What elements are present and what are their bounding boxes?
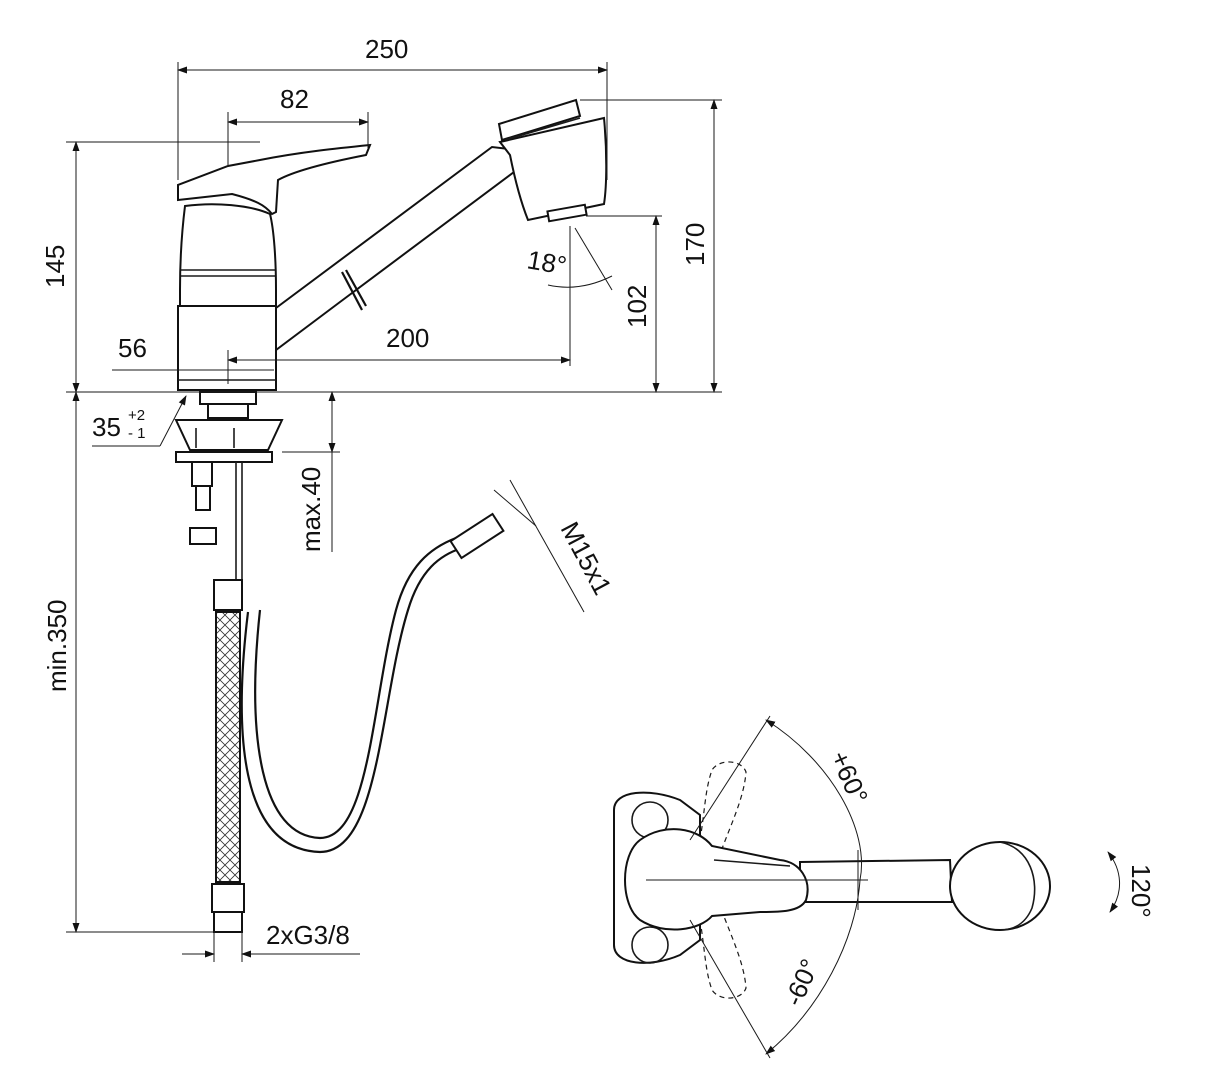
label-82: 82 [280, 84, 309, 114]
label-minus60: -60° [778, 954, 825, 1010]
pull-out-hose [240, 546, 463, 854]
label-170: 170 [680, 223, 710, 266]
hose-connector [449, 512, 505, 560]
top-spout [799, 858, 954, 903]
label-35-tol-plus: +2 [128, 407, 145, 424]
label-145: 145 [40, 245, 70, 288]
pull-out-spout [275, 145, 524, 352]
cartridge-cap [179, 203, 277, 307]
mounting-flange [174, 419, 284, 451]
label-200: 200 [386, 323, 429, 353]
label-35-tol-minus: - 1 [128, 425, 146, 442]
label-102: 102 [622, 285, 652, 328]
mounting-assembly [174, 419, 505, 933]
aerator [546, 203, 588, 223]
top-body [624, 828, 809, 931]
spray-head [498, 116, 608, 222]
label-120: 120° [1126, 864, 1156, 918]
label-2xg38: 2xG3/8 [266, 920, 350, 950]
label-250: 250 [365, 34, 408, 64]
label-35: 35 [92, 412, 121, 442]
label-min350: min.350 [42, 600, 72, 693]
label-max40: max.40 [296, 467, 326, 552]
lever-handle [177, 143, 372, 216]
label-18-deg: 18° [525, 244, 569, 280]
faucet-top-view [613, 761, 1051, 999]
lever-position-plus60 [699, 761, 747, 861]
braided-supply-hose [215, 611, 241, 883]
dimension-lines [66, 62, 1121, 1059]
faucet-base [177, 305, 277, 391]
lever-position-minus60 [699, 899, 747, 999]
label-m15x1: M15x1 [555, 517, 618, 600]
label-56: 56 [118, 333, 147, 363]
label-plus60: +60° [825, 746, 875, 808]
faucet-side-view [177, 98, 608, 419]
spray-head-top [497, 98, 582, 142]
